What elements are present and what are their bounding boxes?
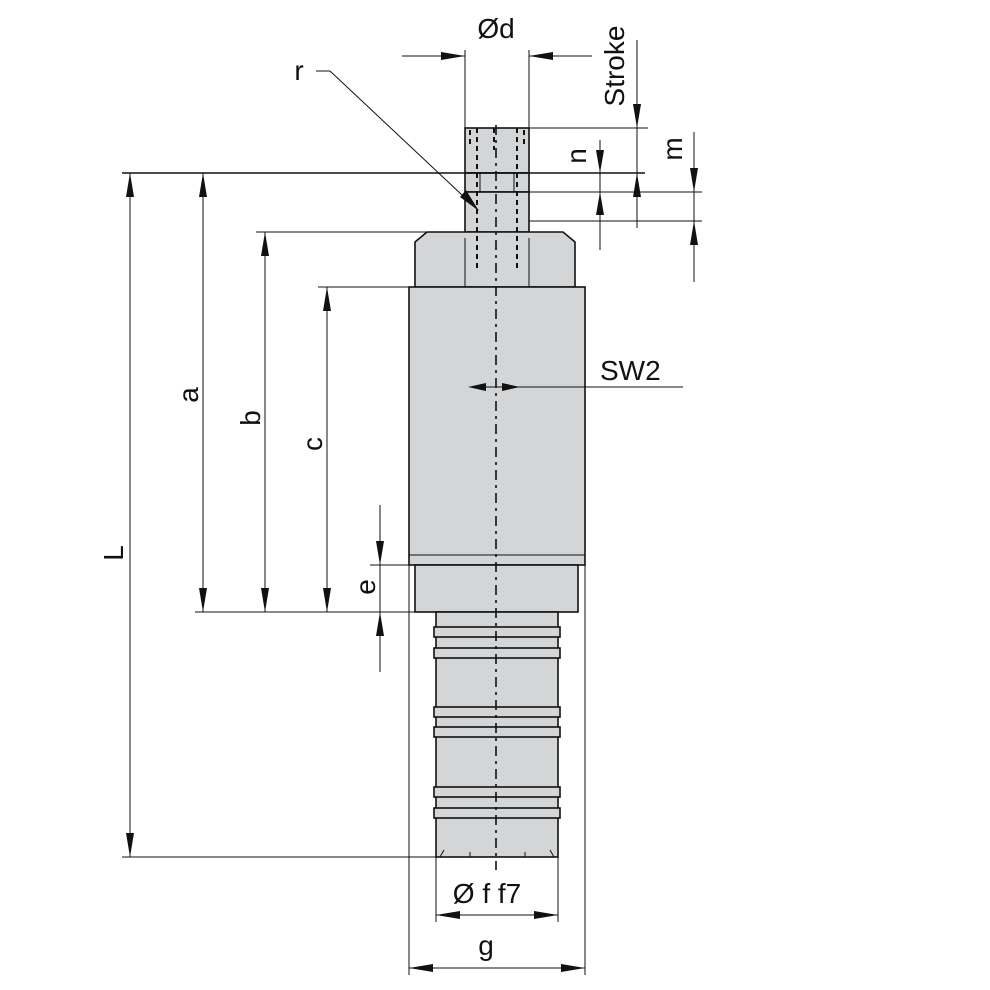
label-n: n xyxy=(561,148,592,164)
label-c: c xyxy=(297,437,328,451)
dimension-labels: Ød Stroke r n m SW2 a b c L e Ø f f7 g xyxy=(98,13,688,961)
plunger-neck xyxy=(464,191,530,233)
label-e: e xyxy=(350,579,381,595)
part-body xyxy=(408,127,586,858)
main-barrel xyxy=(408,286,586,566)
label-l: L xyxy=(98,545,129,561)
label-r: r xyxy=(294,55,303,86)
plunger-tip xyxy=(464,127,530,174)
plunger-collar xyxy=(464,172,530,193)
label-stroke: Stroke xyxy=(599,26,630,107)
label-g: g xyxy=(478,930,494,961)
label-od: Ød xyxy=(477,13,514,44)
hex-nut xyxy=(414,231,576,288)
label-b: b xyxy=(235,410,266,426)
label-sw2: SW2 xyxy=(600,355,661,386)
hidden-lines xyxy=(469,128,525,272)
label-a: a xyxy=(173,387,204,403)
label-off7: Ø f f7 xyxy=(453,878,521,909)
label-m: m xyxy=(657,137,688,160)
shank-grooves xyxy=(433,626,561,819)
dimension-lines xyxy=(122,40,702,975)
